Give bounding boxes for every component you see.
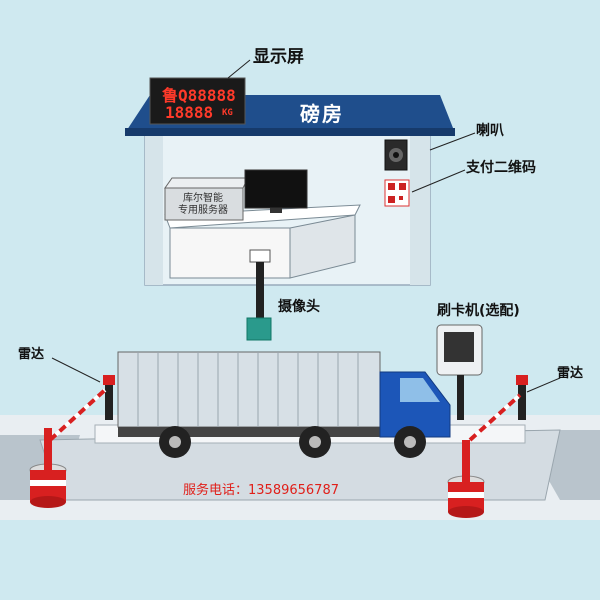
camera-label: 摄像头 (278, 299, 320, 315)
speaker-label: 喇叭 (476, 123, 504, 139)
display-plate-text: 鲁Q88888 (162, 86, 236, 105)
server-box (164, 187, 244, 221)
qr-pointer (411, 169, 466, 193)
truck-cargo-box (117, 351, 381, 428)
weigh-room-title: 磅房 (300, 102, 344, 126)
server-label-line1: 库尔智能 (183, 193, 223, 204)
camera-icon (246, 249, 272, 341)
server-label: 库尔智能 专用服务器 (167, 193, 239, 217)
radar-right-pointer (526, 377, 561, 393)
speaker-icon (384, 139, 408, 171)
display-weight-text: 18888 (165, 103, 214, 122)
display-screen-label: 显示屏 (253, 47, 304, 67)
radar-left-label: 雷达 (18, 347, 45, 362)
truck-cab (379, 371, 451, 438)
keypad-icon (436, 324, 483, 420)
qr-code-icon (384, 179, 410, 207)
service-hotline: 服务电话：13589656787 (183, 483, 339, 498)
monitor-icon (244, 169, 308, 213)
card-reader-label: 刷卡机(选配) (437, 303, 520, 319)
speaker-pointer (429, 132, 476, 151)
server-label-line2: 专用服务器 (178, 205, 228, 216)
display-pointer (227, 59, 251, 79)
truck-chassis (118, 427, 448, 437)
truck-icon (117, 351, 451, 458)
radar-right-label: 雷达 (557, 366, 584, 381)
desk-body (169, 227, 291, 279)
payment-qr-label: 支付二维码 (466, 160, 536, 176)
radar-left-pointer (51, 357, 101, 383)
radar-icon (447, 375, 528, 518)
display-unit-text: KG (222, 108, 233, 118)
radar-icon (29, 375, 115, 508)
led-display (149, 77, 246, 125)
